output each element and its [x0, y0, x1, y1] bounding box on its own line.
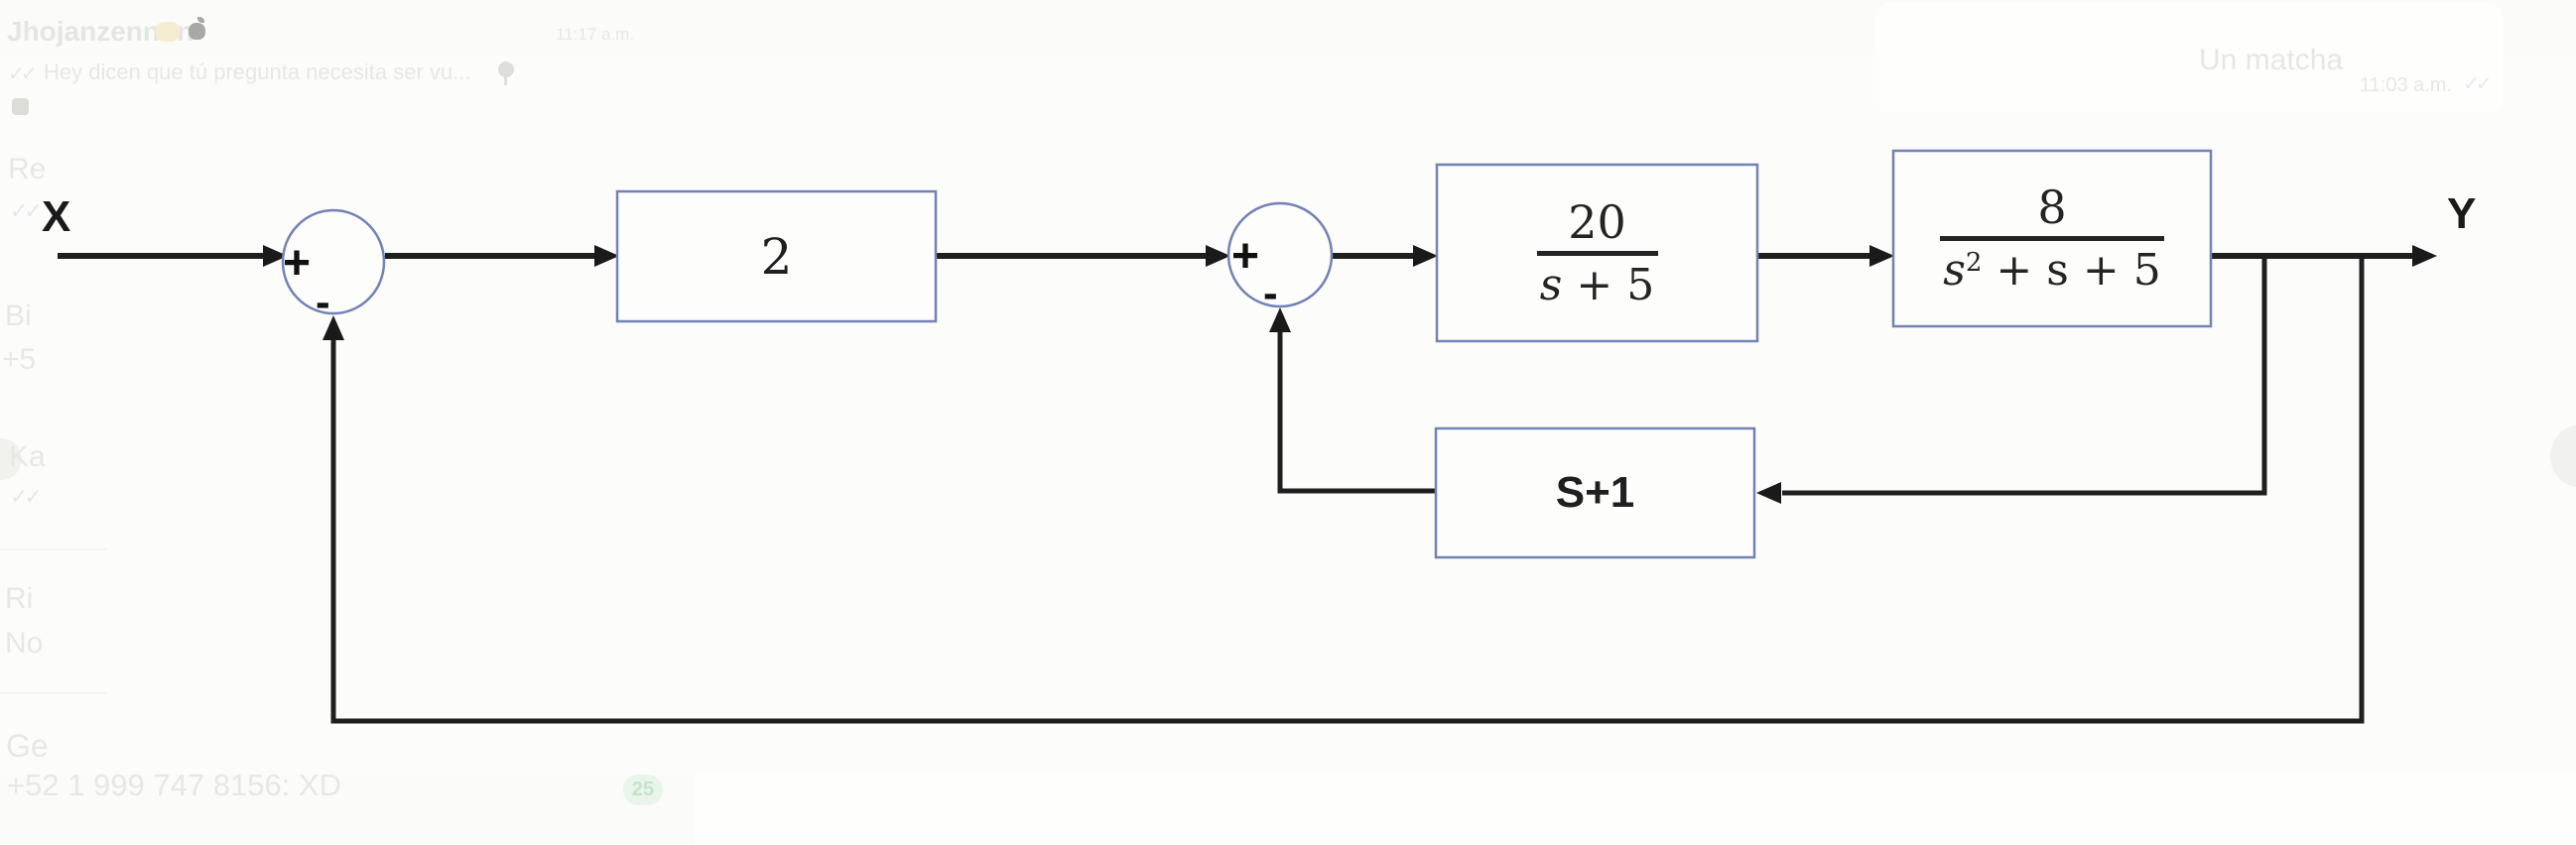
arrowhead-up — [1269, 307, 1291, 332]
sidebar-item-ka[interactable]: Ka — [9, 440, 46, 473]
avatar — [0, 438, 22, 480]
tf2-denominator: s2 + s + 5 — [1943, 245, 2161, 296]
tf1-block-label: 20 s + 5 — [1437, 165, 1757, 341]
arrowhead-up — [322, 315, 344, 340]
list-divider — [0, 548, 107, 550]
inner-feedback-line — [1782, 256, 2267, 496]
read-ticks-icon: ✓✓ — [10, 199, 43, 224]
sum1-plus-sign: + — [283, 237, 312, 290]
gain-block-label: 2 — [760, 227, 793, 286]
arrowhead — [594, 245, 619, 267]
chat-timestamp: 11:17 a.m. — [556, 25, 635, 44]
feedback-block-label: S+1 — [1555, 468, 1635, 517]
fraction-bar — [1536, 250, 1658, 256]
tf1-numerator: 20 — [1568, 194, 1626, 249]
tf2-block-label: 8 s2 + s + 5 — [1893, 151, 2211, 326]
sum1-minus-sign: - — [316, 278, 330, 326]
arrowhead — [1206, 245, 1230, 267]
next-row-avatar — [12, 98, 29, 115]
unread-count-badge: 25 — [623, 775, 663, 805]
sidebar-item-ge[interactable]: Ge — [6, 728, 49, 764]
outer-feedback-line — [330, 256, 2365, 724]
sidebar-item-bi[interactable]: Bi — [5, 300, 32, 332]
message-bubble — [1875, 2, 2503, 113]
phone-preview[interactable]: +52 1 999 747 8156: XD — [7, 768, 341, 802]
gain-block-box — [615, 189, 938, 323]
bubble-text: Un matcha — [2199, 44, 2344, 76]
pin-icon — [498, 61, 514, 85]
arrowhead-left — [1756, 482, 1781, 504]
chat-preview[interactable]: Hey dicen que tú pregunta necesita ser v… — [44, 60, 471, 84]
summing-junction-1 — [281, 208, 386, 315]
list-divider — [0, 692, 107, 694]
bottom-highlight-strip — [695, 773, 2576, 845]
input-label: X — [42, 192, 71, 241]
feedback-block-out-line — [1277, 331, 1436, 494]
fraction-bar — [1940, 236, 2164, 241]
sidebar-item-re[interactable]: Re — [8, 153, 47, 185]
ribbon-emoji-icon — [156, 22, 180, 42]
arrowhead — [1413, 245, 1438, 267]
summing-junction-2 — [1226, 201, 1334, 308]
arrowhead — [2412, 245, 2437, 267]
bubble-timestamp: 11:03 a.m. — [2360, 74, 2453, 96]
arrowhead — [1869, 245, 1894, 267]
sent-ticks-icon: ✓✓ — [2463, 71, 2492, 95]
output-label: Y — [2447, 189, 2477, 238]
apple-logo-icon — [189, 17, 205, 40]
tf1-denominator: s + 5 — [1539, 259, 1655, 310]
arrowhead — [263, 245, 288, 267]
sum2-plus-sign: + — [1231, 230, 1260, 283]
sidebar-item-plus5[interactable]: +5 — [2, 343, 37, 376]
sum2-minus-sign: - — [1263, 269, 1278, 317]
feedback-block-box — [1434, 426, 1756, 559]
read-ticks-icon: ✓✓ — [8, 61, 37, 85]
sidebar-item-no[interactable]: No — [5, 627, 44, 660]
read-ticks-icon: ✓✓ — [10, 485, 43, 510]
sidebar-item-ri[interactable]: Ri — [5, 582, 34, 615]
tf2-numerator: 8 — [2037, 181, 2067, 234]
